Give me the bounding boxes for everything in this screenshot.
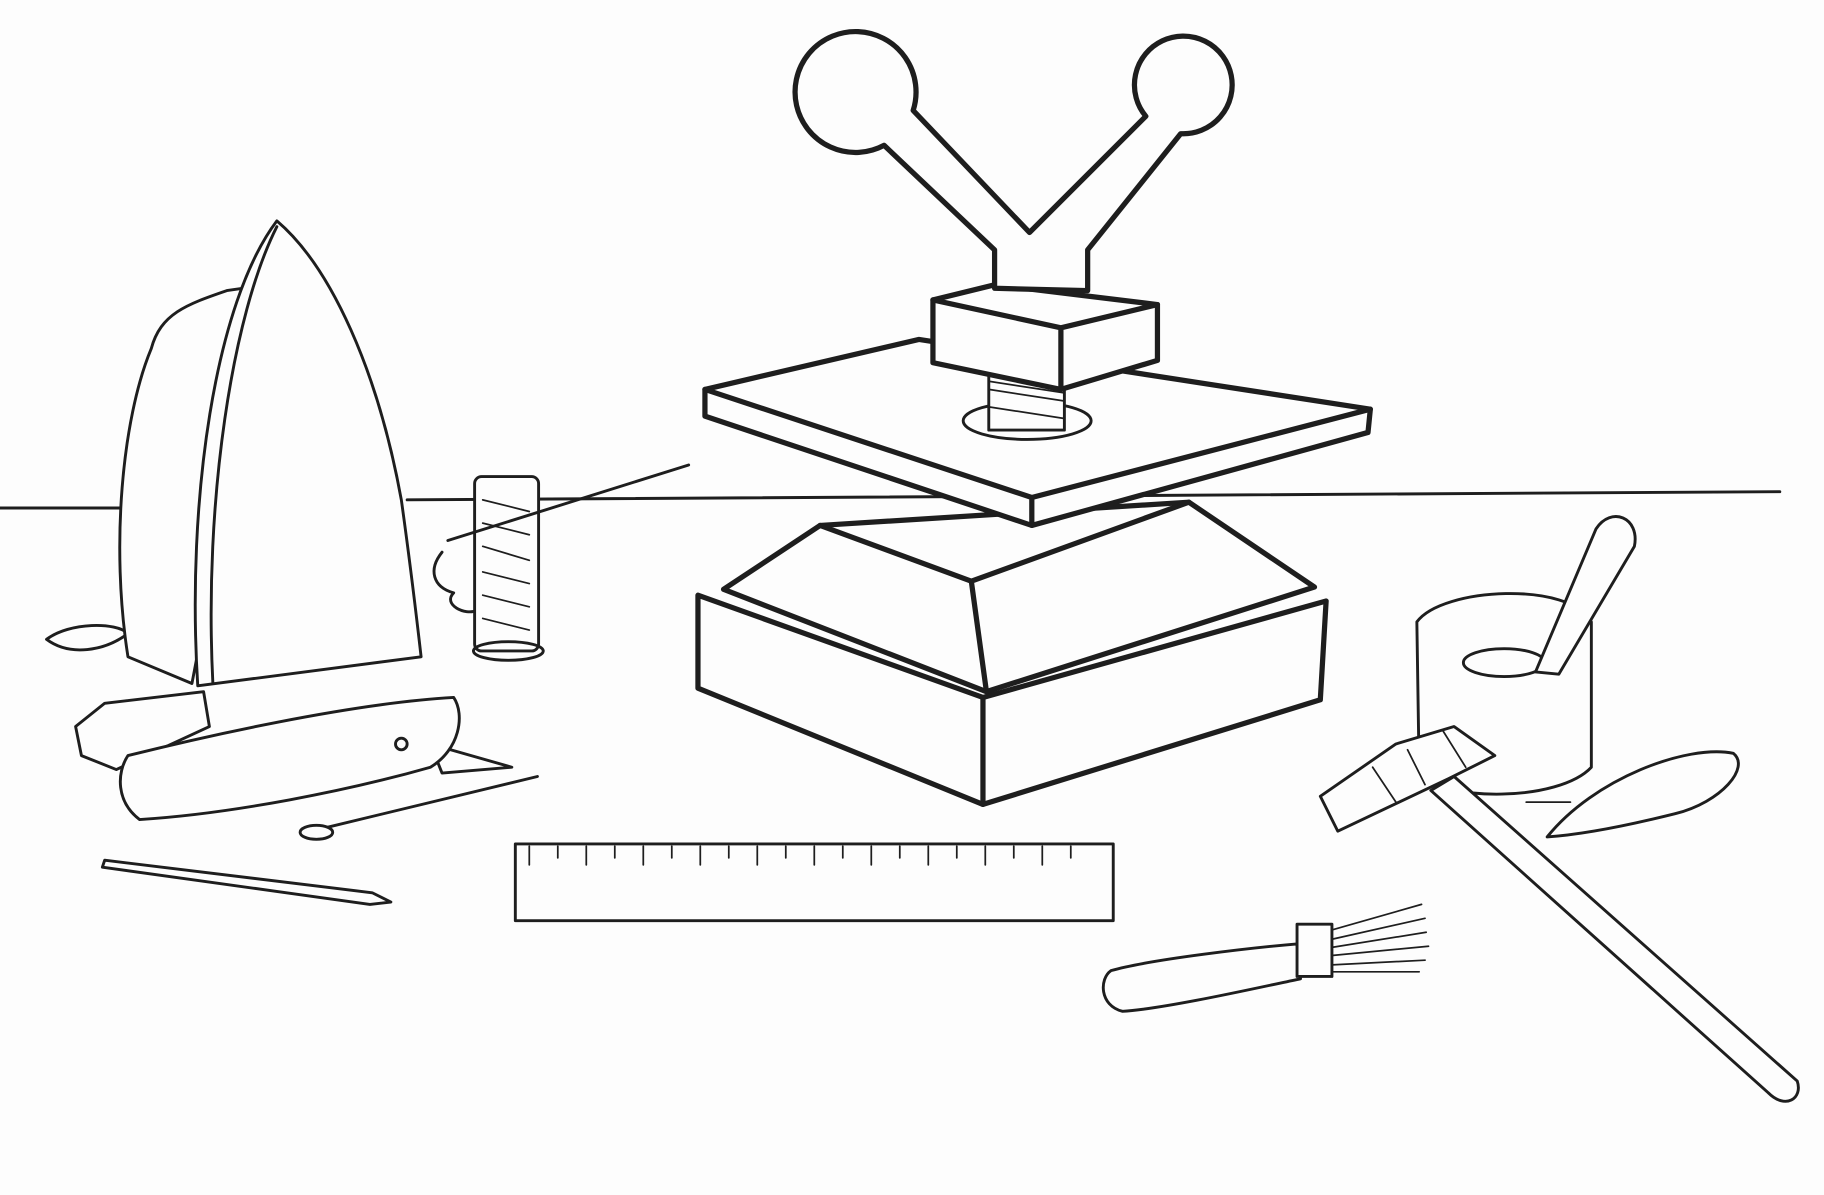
book-press [695, 28, 1373, 808]
thread-spool [432, 475, 545, 662]
ruler [513, 842, 1115, 923]
flat-iron [45, 219, 423, 688]
hammer [1318, 725, 1800, 1103]
utility-knife [118, 696, 514, 821]
eraser [74, 690, 211, 771]
glue-brush [1101, 903, 1430, 1013]
awl [298, 775, 539, 841]
wing-nut-handle [792, 28, 1235, 294]
needle [446, 463, 691, 542]
press-base [695, 499, 1329, 808]
pencil [100, 858, 393, 906]
press-nut-block [930, 282, 1161, 393]
bone-folder [1545, 750, 1740, 839]
